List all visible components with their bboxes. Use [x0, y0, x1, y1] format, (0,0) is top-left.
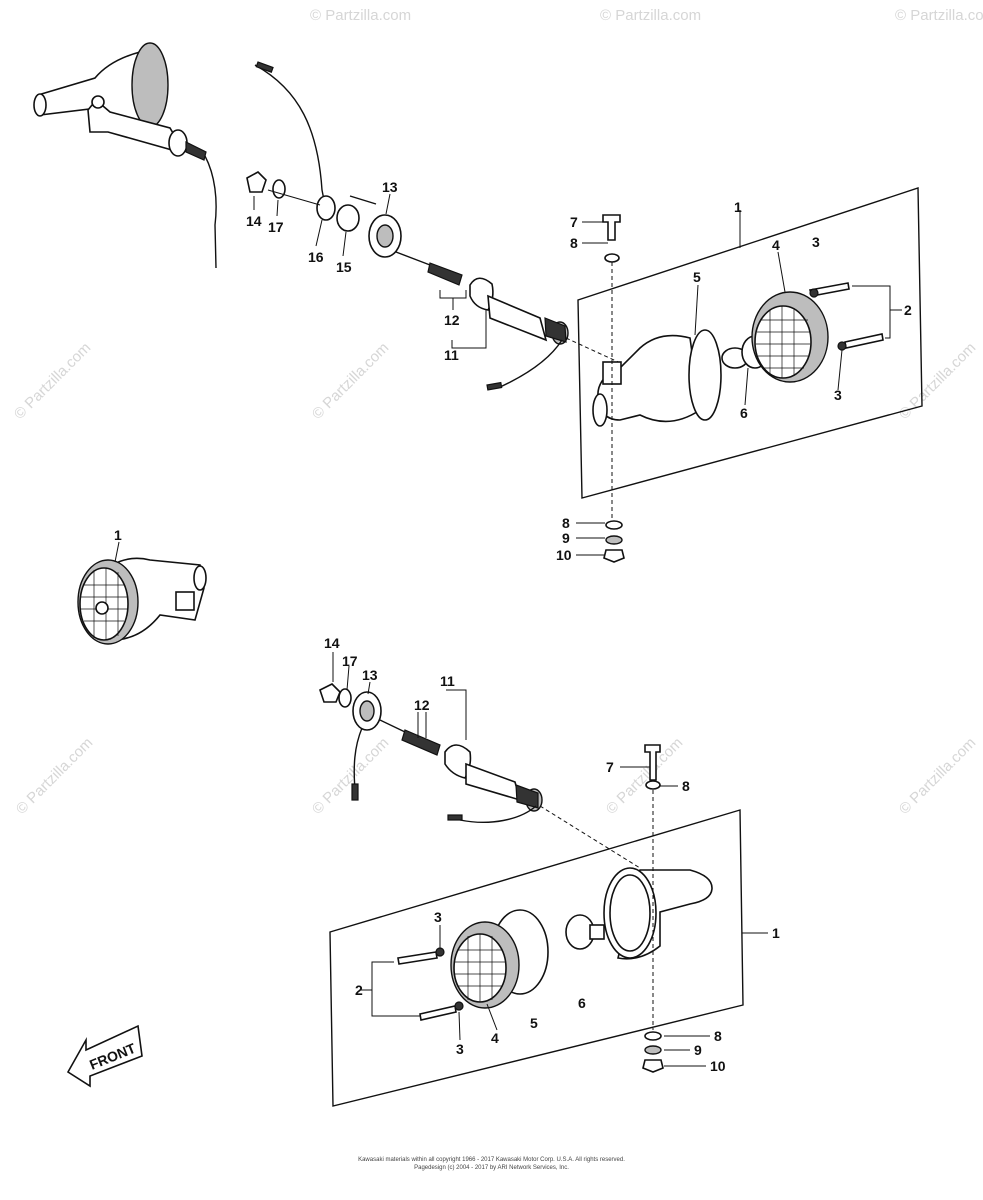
upper-lead-wire — [254, 64, 327, 213]
callout-4: 4 — [491, 1030, 499, 1046]
callout-3: 3 — [434, 909, 442, 925]
callout-8: 8 — [570, 235, 578, 251]
callout-14: 14 — [246, 213, 262, 229]
callout-4: 4 — [772, 237, 780, 253]
callout-13: 13 — [382, 179, 398, 195]
watermark: © Partzilla.com — [13, 734, 96, 817]
upper-callouts: 1 3 4 5 2 3 6 7 8 8 9 10 14 17 16 15 13 … — [246, 179, 912, 563]
upper-leader-lines — [253, 193, 902, 556]
watermark: © Partzilla.com — [11, 339, 94, 422]
callout-7: 7 — [570, 214, 578, 230]
callout-1: 1 — [772, 925, 780, 941]
wire-connector — [255, 61, 274, 73]
upper-assembly-panel — [577, 187, 923, 499]
callout-6: 6 — [578, 995, 586, 1011]
callout-2: 2 — [904, 302, 912, 318]
callout-12: 12 — [414, 697, 430, 713]
callout-8: 8 — [682, 778, 690, 794]
callout-12: 12 — [444, 312, 460, 328]
callout-17: 17 — [268, 219, 284, 235]
callout-10: 10 — [710, 1058, 726, 1074]
callout-3: 3 — [456, 1041, 464, 1057]
callout-9: 9 — [562, 530, 570, 546]
callout-14: 14 — [324, 635, 340, 651]
assembled-signal-middle: 1 — [77, 527, 207, 645]
watermark: © Partzilla.com — [309, 339, 392, 422]
lower-assembly-panel — [329, 809, 744, 1107]
callout-10: 10 — [556, 547, 572, 563]
watermark: © Partzilla.com — [309, 734, 392, 817]
lower-small-parts — [319, 683, 441, 801]
callout-7: 7 — [606, 759, 614, 775]
footer-pagedesign: Pagedesign (c) 2004 - 2017 by ARI Networ… — [414, 1165, 569, 1171]
callout-5: 5 — [530, 1015, 538, 1031]
callout-11: 11 — [444, 347, 459, 363]
callout-3: 3 — [812, 234, 820, 250]
watermark: © Partzilla.com — [896, 734, 979, 817]
lower-stem — [444, 744, 641, 869]
upper-lamp-parts — [592, 214, 884, 563]
front-direction-arrow: FRONT — [66, 1024, 143, 1088]
callout-1: 1 — [114, 527, 122, 543]
callout-8: 8 — [714, 1028, 722, 1044]
watermark: © Partzilla.com — [310, 7, 411, 24]
callout-2: 2 — [355, 982, 363, 998]
callout-16: 16 — [308, 249, 324, 265]
callout-1: 1 — [734, 199, 742, 215]
lower-callouts: 7 8 1 3 2 3 4 5 6 8 9 10 14 17 13 12 11 — [324, 635, 780, 1074]
upper-small-parts — [246, 171, 463, 286]
callout-15: 15 — [336, 259, 352, 275]
lower-lamp-parts — [397, 744, 713, 1073]
mounted-signal-top-left — [33, 42, 217, 269]
lower-leader-lines — [332, 652, 768, 1067]
watermark: © Partzilla.com — [600, 7, 701, 24]
callout-6: 6 — [740, 405, 748, 421]
callout-8: 8 — [562, 515, 570, 531]
footer-copyright: Kawasaki materials within all copyright … — [358, 1157, 625, 1163]
callout-3: 3 — [834, 387, 842, 403]
callout-9: 9 — [694, 1042, 702, 1058]
upper-stem — [469, 277, 641, 391]
callout-13: 13 — [362, 667, 378, 683]
callout-11: 11 — [440, 673, 455, 689]
watermark: © Partzilla.com — [895, 7, 983, 24]
callout-17: 17 — [342, 653, 358, 669]
callout-5: 5 — [693, 269, 701, 285]
